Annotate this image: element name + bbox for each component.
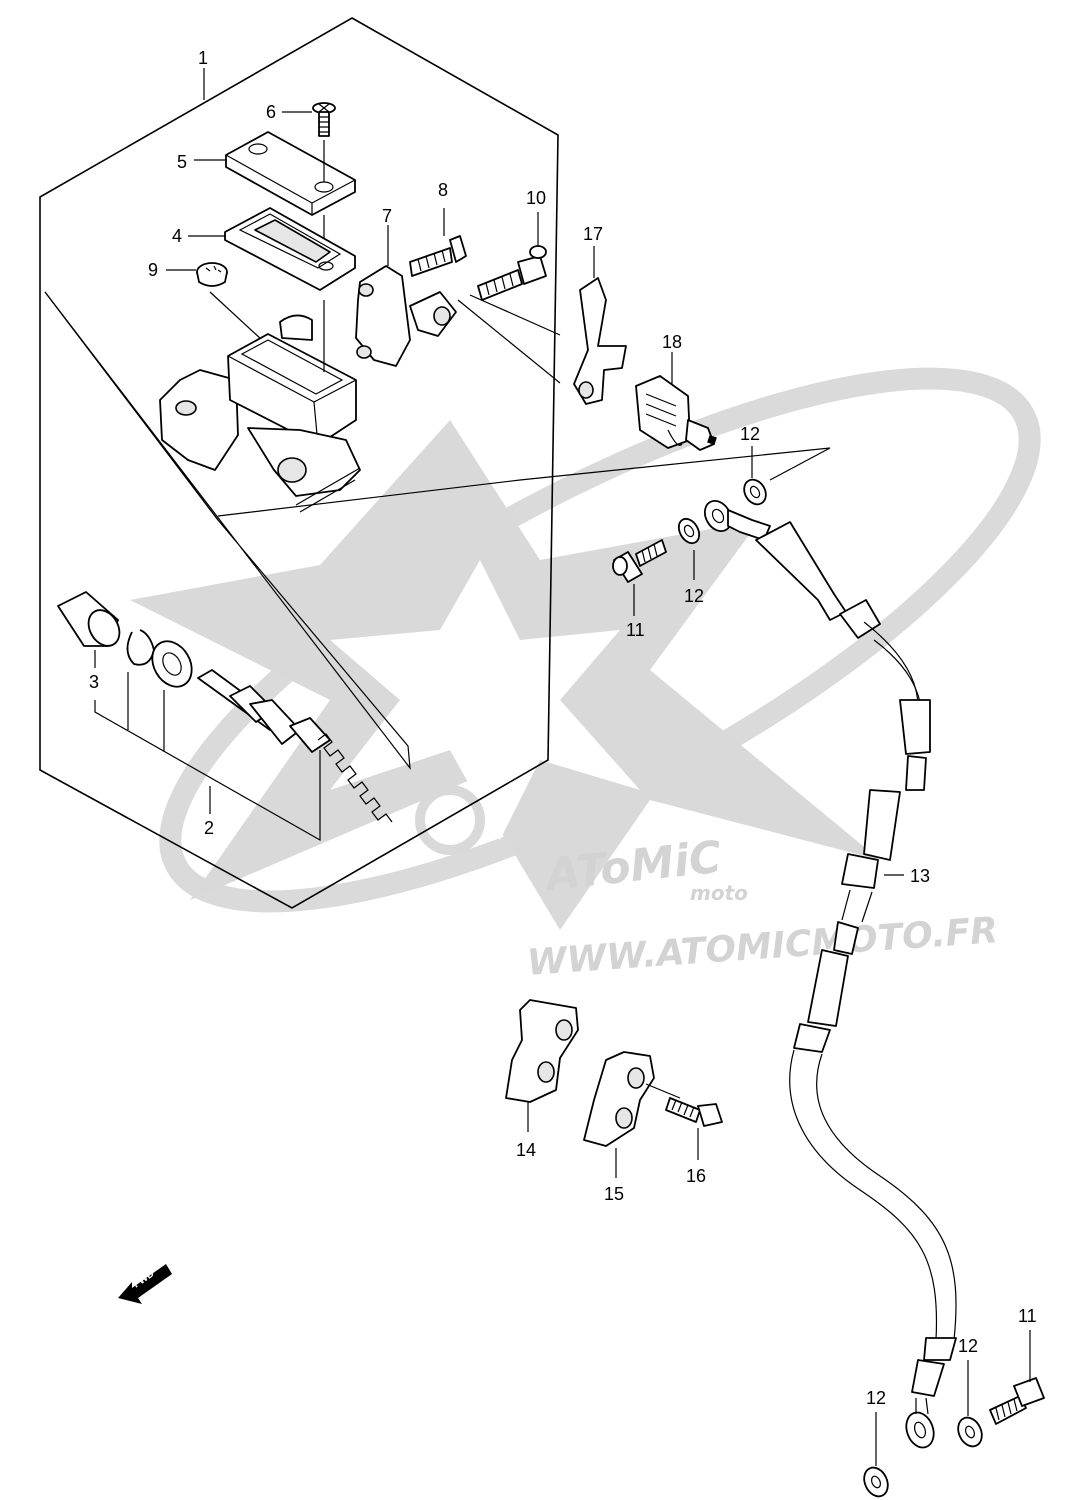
callout-1: 1 <box>198 48 208 68</box>
clamp-7 <box>355 265 457 367</box>
callout-11-b: 11 <box>1018 1306 1037 1326</box>
plug-9 <box>196 262 228 287</box>
reservoir-cap-5 <box>225 131 356 216</box>
callout-9: 9 <box>148 260 158 280</box>
callout-3: 3 <box>89 672 99 692</box>
callout-10: 10 <box>526 188 546 208</box>
watermark-brand-sub: moto <box>690 881 748 905</box>
callout-4: 4 <box>172 226 182 246</box>
callout-11-a: 11 <box>626 620 645 640</box>
washer-12-b <box>743 478 767 506</box>
hose-exploded-wedge <box>217 447 831 517</box>
callout-14: 14 <box>516 1140 536 1160</box>
bolt-8 <box>409 235 467 277</box>
callout-7: 7 <box>382 206 392 226</box>
callout-12-a: 12 <box>740 424 760 444</box>
callout-18: 18 <box>662 332 682 352</box>
bolt-16 <box>665 1097 723 1127</box>
circlip <box>126 629 155 666</box>
callout-17: 17 <box>583 224 603 244</box>
callout-12-c: 12 <box>958 1336 978 1356</box>
watermark-url: WWW.ATOMICMOTO.FR <box>526 910 999 984</box>
clutch-hose-13 <box>703 500 957 1449</box>
diaphragm-plate-4 <box>224 207 356 291</box>
clutch-switch-18 <box>635 375 717 451</box>
bolt-10 <box>477 245 547 301</box>
callout-15: 15 <box>604 1184 624 1204</box>
callout-labels: 1 6 5 4 9 7 8 10 17 18 12 12 11 3 2 13 1… <box>89 48 1037 1408</box>
callout-6: 6 <box>266 102 276 122</box>
screw-6 <box>312 102 336 137</box>
callout-2: 2 <box>204 818 214 838</box>
master-cylinder-body <box>159 314 361 513</box>
forward-direction-arrow: FWD <box>118 1264 172 1304</box>
assembly-outline <box>39 17 559 909</box>
washer-12-a <box>677 517 701 545</box>
lever-bracket-17 <box>573 277 627 405</box>
callout-13: 13 <box>910 866 930 886</box>
piston-assembly-2 <box>197 669 393 823</box>
callout-12-b: 12 <box>684 586 704 606</box>
callout-8: 8 <box>438 180 448 200</box>
callout-5: 5 <box>177 152 187 172</box>
washer <box>151 640 193 688</box>
banjo-bolt-11-bottom <box>989 1377 1045 1425</box>
dust-boot-3 <box>57 591 121 647</box>
hose-clamp-14 <box>505 999 579 1103</box>
hose-clamp-15 <box>583 1051 655 1147</box>
washer-12-c <box>957 1416 983 1448</box>
washer-12-d <box>863 1466 889 1498</box>
banjo-bolt-11-top <box>612 539 667 583</box>
callout-16: 16 <box>686 1166 706 1186</box>
callout-12-d: 12 <box>866 1388 886 1408</box>
